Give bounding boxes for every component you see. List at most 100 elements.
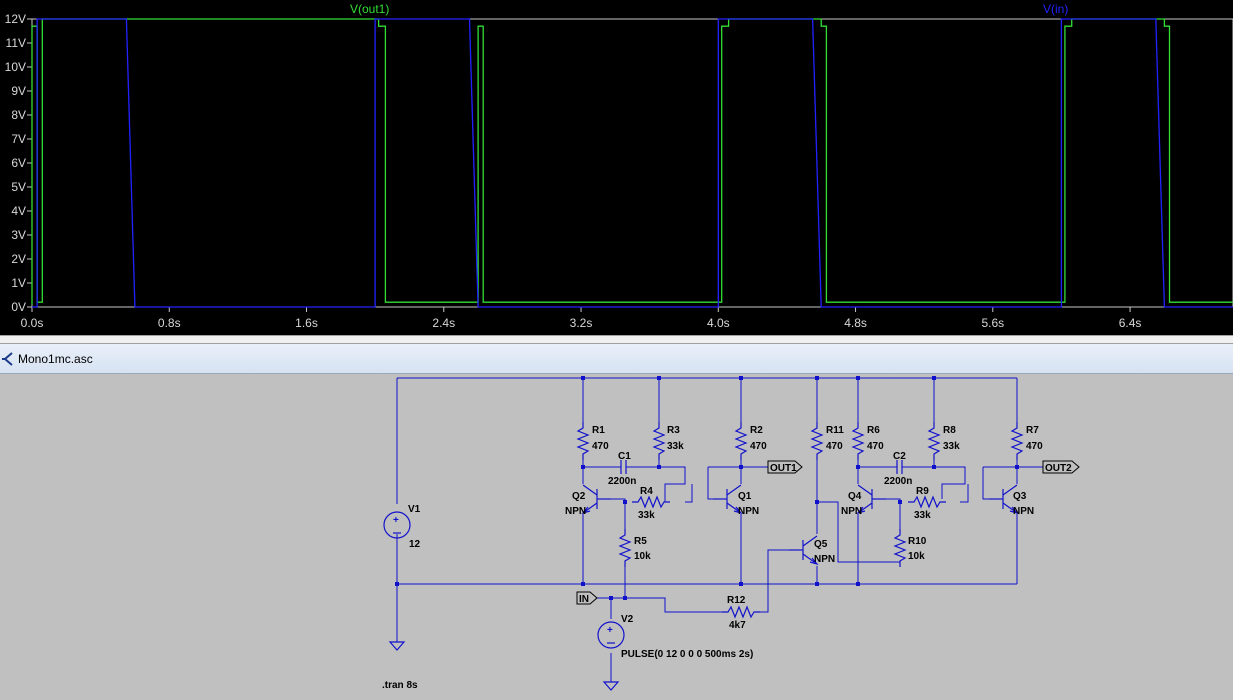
r12-value: 4k7 — [729, 620, 746, 631]
r7-value: 470 — [1026, 441, 1043, 452]
ground-symbol-v2[interactable] — [603, 671, 619, 691]
q5-type: NPN — [814, 554, 835, 565]
x-tick-label: 6.4s — [1119, 316, 1142, 330]
y-tick-label: 8V — [11, 108, 26, 122]
q2-type: NPN — [565, 506, 586, 517]
y-tick-label: 5V — [11, 180, 26, 194]
svg-text:+: + — [393, 515, 399, 526]
r3-value: 33k — [667, 441, 684, 452]
q2-name: Q2 — [572, 491, 586, 502]
r10-name: R10 — [908, 536, 927, 547]
resistor-r6[interactable] — [852, 421, 864, 461]
transistor-q2[interactable] — [582, 484, 612, 514]
y-tick-label: 12V — [5, 12, 26, 26]
x-tick-label: 0.8s — [158, 316, 181, 330]
trace-vout1 — [31, 18, 1233, 305]
transistor-q5[interactable] — [788, 535, 818, 565]
q4-name: Q4 — [848, 491, 862, 502]
q3-name: Q3 — [1013, 491, 1027, 502]
resistor-r8[interactable] — [928, 421, 940, 461]
resistor-r3[interactable] — [653, 421, 665, 461]
c2-value: 2200n — [884, 476, 912, 487]
v2-name: V2 — [621, 614, 634, 625]
trace-label-vout1[interactable]: V(out1) — [350, 2, 389, 16]
r6-value: 470 — [867, 441, 884, 452]
resistor-r2[interactable] — [735, 421, 747, 461]
q1-type: NPN — [738, 506, 759, 517]
r4-name: R4 — [640, 486, 653, 497]
q5-name: Q5 — [814, 539, 828, 550]
schematic-drawing[interactable]: + + OUT1 OUT2 IN R1 470 R3 33k — [0, 374, 1233, 700]
r2-value: 470 — [750, 441, 767, 452]
svg-text:OUT1: OUT1 — [770, 463, 797, 474]
traces — [31, 18, 1233, 308]
wires — [396, 377, 1043, 672]
r6-name: R6 — [867, 425, 880, 436]
capacitor-c1[interactable] — [615, 460, 632, 474]
resistor-r5[interactable] — [619, 528, 631, 568]
y-tick-label: 1V — [11, 276, 26, 290]
axis-ticks — [27, 18, 1131, 312]
net-label-out1[interactable]: OUT1 — [767, 460, 803, 474]
resistor-r12[interactable] — [721, 606, 761, 618]
pane-splitter[interactable] — [0, 335, 1233, 344]
r9-name: R9 — [916, 486, 929, 497]
svg-text:+: + — [607, 625, 613, 636]
trace-vin — [32, 18, 1233, 308]
junction-dots — [395, 376, 1019, 600]
v1-value: 12 — [409, 539, 421, 550]
voltage-source-v2[interactable]: + — [597, 621, 625, 649]
component-labels: R1 470 R3 33k R2 470 R11 470 R6 470 R8 3… — [408, 425, 1043, 660]
y-tick-label: 7V — [11, 132, 26, 146]
r7-name: R7 — [1026, 425, 1039, 436]
y-tick-label: 9V — [11, 84, 26, 98]
r5-name: R5 — [634, 536, 647, 547]
r4-value: 33k — [638, 510, 655, 521]
r8-name: R8 — [943, 425, 956, 436]
resistor-r7[interactable] — [1011, 421, 1023, 461]
net-label-in[interactable]: IN — [576, 591, 598, 605]
capacitor-c2[interactable] — [891, 460, 908, 474]
net-label-out2[interactable]: OUT2 — [1042, 460, 1080, 474]
r8-value: 33k — [943, 441, 960, 452]
r11-name: R11 — [826, 425, 844, 436]
c1-name: C1 — [618, 451, 631, 462]
ground-symbol[interactable] — [389, 631, 405, 651]
trace-label-vin[interactable]: V(in) — [1043, 2, 1068, 16]
q3-type: NPN — [1013, 506, 1034, 517]
r1-name: R1 — [592, 425, 605, 436]
resistor-r9[interactable] — [907, 496, 947, 508]
q1-name: Q1 — [738, 491, 752, 502]
transistor-q1[interactable] — [712, 484, 742, 514]
voltage-source-v1[interactable]: + — [383, 511, 411, 539]
r3-name: R3 — [667, 425, 680, 436]
r2-name: R2 — [750, 425, 763, 436]
plot-frame — [31, 18, 1233, 308]
r5-value: 10k — [634, 551, 651, 562]
x-tick-label: 5.6s — [981, 316, 1004, 330]
resistor-r11[interactable] — [811, 421, 823, 461]
r10-value: 10k — [908, 551, 925, 562]
x-tick-label: 0.0s — [21, 316, 44, 330]
spice-directive[interactable]: .tran 8s — [382, 680, 418, 691]
q4-type: NPN — [841, 506, 862, 517]
resistor-r4[interactable] — [631, 496, 671, 508]
v2-value: PULSE(0 12 0 0 0 500ms 2s) — [621, 649, 753, 660]
y-tick-label: 11V — [6, 36, 26, 50]
y-tick-label: 0V — [11, 300, 26, 314]
c2-name: C2 — [893, 451, 906, 462]
schematic-canvas[interactable]: + + OUT1 OUT2 IN R1 470 R3 33k — [0, 374, 1233, 700]
resistor-r1[interactable] — [577, 421, 589, 461]
schematic-tab[interactable]: Mono1mc.asc — [0, 344, 1233, 374]
r12-name: R12 — [727, 595, 746, 606]
x-tick-label: 1.6s — [295, 316, 318, 330]
r9-value: 33k — [914, 510, 931, 521]
c1-value: 2200n — [608, 476, 636, 487]
resistor-r10[interactable] — [894, 528, 906, 568]
y-tick-label: 6V — [11, 156, 26, 170]
transistor-q4[interactable] — [857, 484, 887, 514]
schematic-file-icon — [2, 352, 13, 366]
